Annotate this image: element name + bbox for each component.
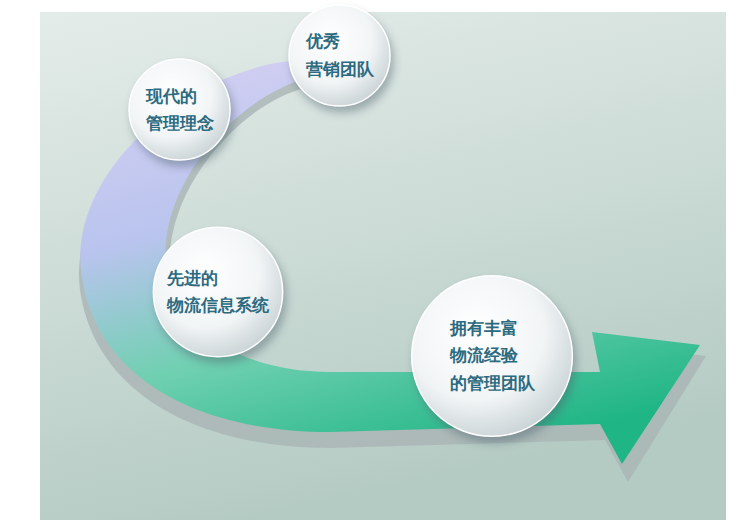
- circle-label: 先进的 物流信息系统: [167, 265, 269, 319]
- panel: [40, 12, 726, 520]
- arrow-band: [80, 60, 700, 464]
- circle-label: 现代的 管理理念: [146, 83, 214, 137]
- circle-shape: [288, 4, 391, 107]
- circle-label: 拥有丰富 物流经验 的管理团队: [450, 315, 535, 397]
- feature-circle: 拥有丰富 物流经验 的管理团队: [410, 274, 574, 438]
- circle-shape: [128, 58, 231, 161]
- feature-circle: 优秀 营销团队: [288, 4, 391, 107]
- feature-circle: 现代的 管理理念: [128, 58, 231, 161]
- circle-shape: [152, 226, 284, 358]
- circle-label: 优秀 营销团队: [306, 28, 374, 82]
- feature-circle: 先进的 物流信息系统: [152, 226, 284, 358]
